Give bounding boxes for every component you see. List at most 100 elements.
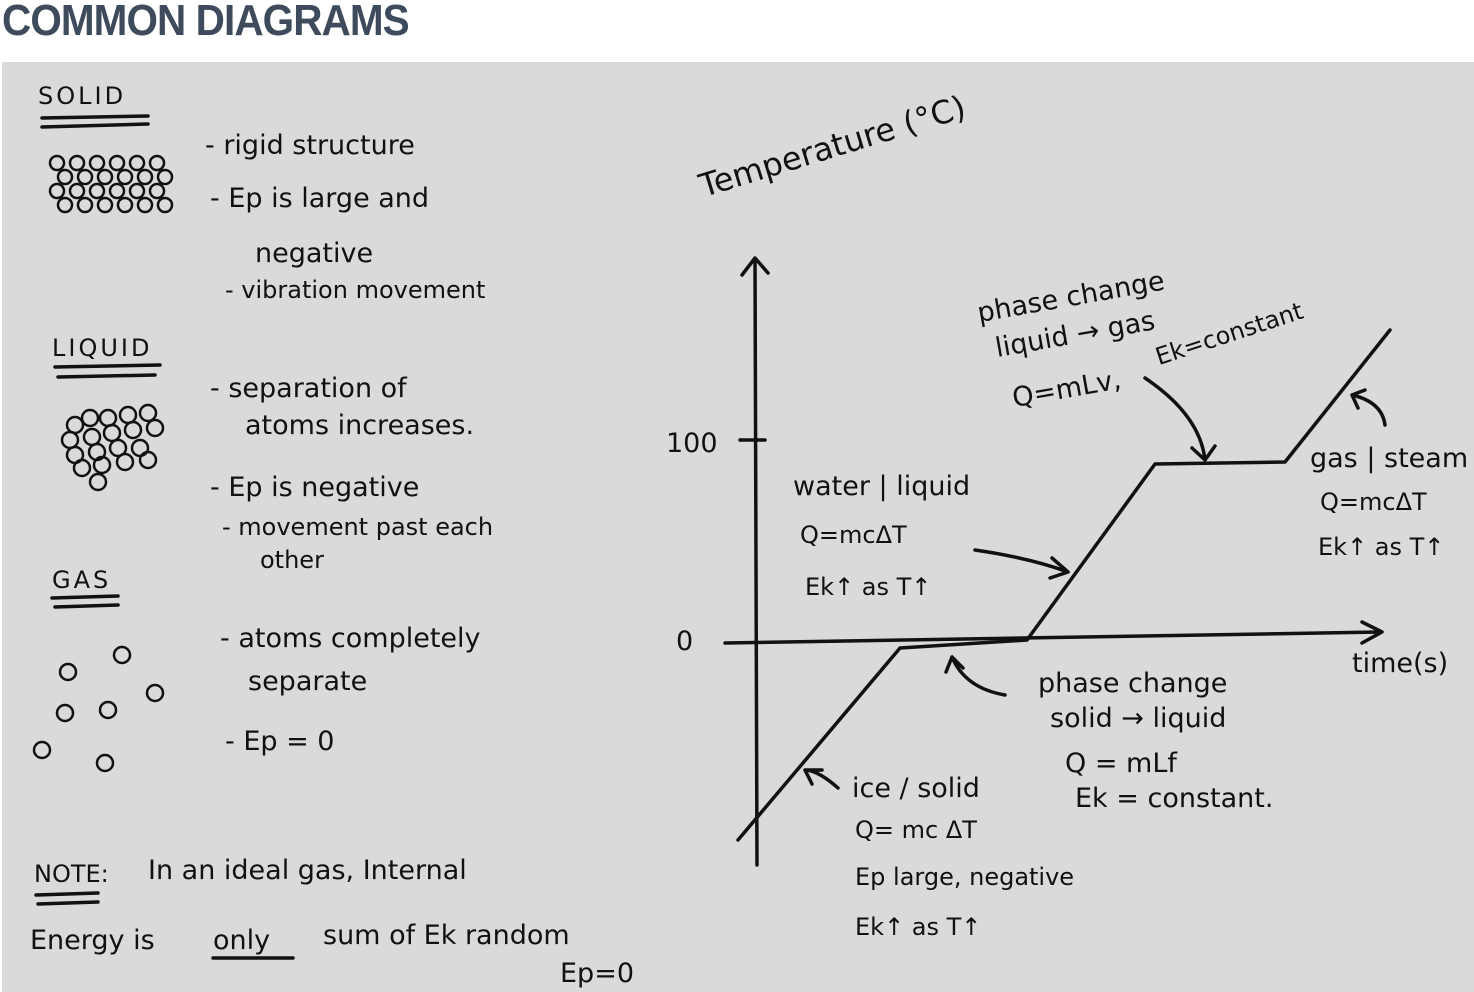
particle <box>98 700 118 720</box>
water-arrow <box>973 548 1070 580</box>
particle <box>60 430 80 450</box>
particle <box>95 753 115 773</box>
solid-point: - vibration movement <box>225 276 486 304</box>
liquid-point: atoms increases. <box>245 410 475 441</box>
ice-annotation: ice / solid <box>852 773 980 804</box>
gas-point: - atoms completely <box>220 623 481 654</box>
steam-annotation: Ek↑ as T↑ <box>1318 533 1445 561</box>
particle <box>88 154 106 172</box>
heating-curve <box>736 328 1392 842</box>
particle <box>138 403 158 423</box>
melt-annotation: phase change <box>1038 668 1228 699</box>
liquid-point: - movement past each <box>222 513 494 541</box>
steam-annotation: gas | steam <box>1310 443 1469 474</box>
particle <box>148 154 166 172</box>
particle <box>136 196 154 214</box>
solid-point: - rigid structure <box>205 130 415 161</box>
note-text: Energy is <box>30 925 155 956</box>
particle <box>65 415 85 435</box>
particle <box>138 450 158 470</box>
particle <box>128 182 146 200</box>
melt-annotation: Ek = constant. <box>1075 783 1274 814</box>
particle <box>72 458 92 478</box>
y-tick-label: 100 <box>666 428 718 459</box>
note-underline <box>34 891 100 906</box>
particle <box>88 182 106 200</box>
particle <box>108 154 126 172</box>
liquid-underline <box>53 363 162 379</box>
steam-annotation: Q=mcΔT <box>1320 488 1427 516</box>
gas-particles-icon <box>32 645 165 773</box>
note-label: NOTE: <box>34 860 109 888</box>
particle <box>76 196 94 214</box>
solid-underline <box>40 114 150 129</box>
ice-annotation: Q= mc ΔT <box>855 816 977 844</box>
particle <box>32 740 52 760</box>
particle <box>148 182 166 200</box>
gas-underline <box>50 594 120 609</box>
boil-arrow <box>1143 376 1217 462</box>
particle <box>58 662 78 682</box>
particle <box>128 154 146 172</box>
liquid-point: other <box>260 546 324 574</box>
liquid-particles-icon <box>60 403 165 492</box>
solid-point: negative <box>255 238 374 269</box>
steam-arrow <box>1350 388 1387 427</box>
particle <box>123 420 143 440</box>
particle <box>145 683 165 703</box>
particle <box>96 168 114 186</box>
diagram-panel <box>2 62 1474 992</box>
page-title: COMMON DIAGRAMS <box>2 0 410 45</box>
particle <box>145 418 165 438</box>
water-annotation: Ek↑ as T↑ <box>805 573 932 601</box>
gas-point: - Ep = 0 <box>225 726 335 757</box>
particle <box>56 196 74 214</box>
particle <box>56 168 74 186</box>
ice-annotation: Ek↑ as T↑ <box>855 913 982 941</box>
water-annotation: Q=mcΔT <box>800 521 907 549</box>
y-tick-label: 0 <box>676 626 694 657</box>
solid-particles-icon <box>48 154 174 214</box>
x-axis-label: time(s) <box>1352 648 1449 679</box>
liquid-heading: LIQUID <box>52 334 153 362</box>
particle <box>82 427 102 447</box>
solid-heading: SOLID <box>38 82 127 110</box>
gas-point: separate <box>248 666 368 697</box>
particle <box>115 452 135 472</box>
particle <box>156 196 174 214</box>
note-text: Ep=0 <box>560 958 634 989</box>
particle <box>68 154 86 172</box>
water-annotation: water | liquid <box>793 471 971 502</box>
particle <box>102 423 122 443</box>
particle <box>116 168 134 186</box>
particle <box>96 196 114 214</box>
y-axis <box>740 256 770 867</box>
note-text: In an ideal gas, Internal <box>148 855 467 886</box>
particle <box>76 168 94 186</box>
ice-annotation: Ep large, negative <box>855 863 1075 891</box>
liquid-point: - Ep is negative <box>210 472 420 503</box>
particle <box>80 408 100 428</box>
melt-annotation: Q = mLf <box>1065 748 1177 779</box>
particle <box>116 196 134 214</box>
particle <box>108 182 126 200</box>
particle <box>88 472 108 492</box>
gas-heading: GAS <box>52 566 112 594</box>
melt-annotation: solid → liquid <box>1050 703 1227 734</box>
particle <box>98 408 118 428</box>
note-text: only <box>213 925 271 956</box>
particle <box>48 154 66 172</box>
solid-point: - Ep is large and <box>210 183 430 214</box>
particle <box>156 168 174 186</box>
ice-arrow <box>803 768 840 790</box>
particle <box>112 645 132 665</box>
particle <box>92 455 112 475</box>
x-axis <box>723 620 1384 645</box>
particle <box>118 405 138 425</box>
note-text: sum of Ek random <box>323 920 570 951</box>
particle <box>136 168 154 186</box>
particle <box>48 182 66 200</box>
particle <box>68 182 86 200</box>
particle <box>55 703 75 723</box>
